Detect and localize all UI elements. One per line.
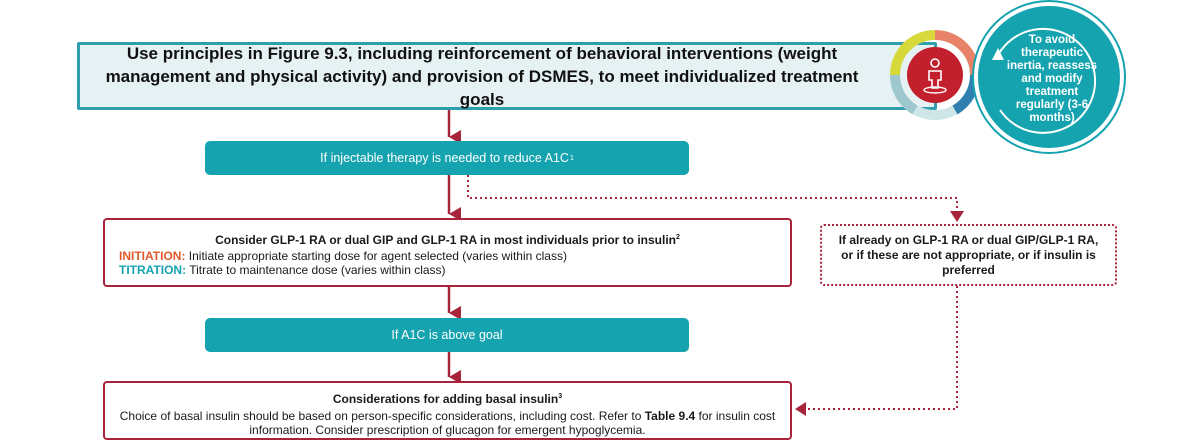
alternative-path-text: If already on GLP-1 RA or dual GIP/GLP-1… — [838, 232, 1099, 277]
reassess-text: To avoid therapeutic inertia, reassess a… — [1006, 34, 1098, 124]
titration-line: TITRATION: Titrate to maintenance dose (… — [119, 263, 776, 277]
initiation-line: INITIATION: Initiate appropriate startin… — [119, 249, 776, 263]
injectable-condition-text: If injectable therapy is needed to reduc… — [320, 151, 569, 165]
principles-text: Use principles in Figure 9.3, including … — [105, 43, 859, 109]
basal-insulin-box: Considerations for adding basal insulin3… — [103, 381, 792, 440]
alternative-path-box: If already on GLP-1 RA or dual GIP/GLP-1… — [820, 224, 1117, 286]
footnote-2: 2 — [676, 234, 680, 241]
dotted-arrowhead-alt — [950, 211, 964, 222]
a1c-condition-bar: If A1C is above goal — [205, 318, 689, 352]
table-9-4-ref: Table 9.4 — [644, 409, 696, 423]
dotted-arrow-injectable-to-alt — [467, 175, 958, 211]
footnote-3: 3 — [558, 393, 563, 400]
titration-label: TITRATION: — [119, 263, 187, 277]
initiation-label: INITIATION: — [119, 249, 186, 263]
dotted-arrow-alt-to-basal — [806, 286, 958, 410]
dotted-arrowhead-basal — [795, 402, 806, 416]
initiation-text: Initiate appropriate starting dose for a… — [185, 249, 567, 263]
person-in-circle-icon — [907, 47, 963, 103]
glp1-title: Consider GLP-1 RA or dual GIP and GLP-1 … — [215, 233, 680, 247]
reassess-badge — [974, 2, 1124, 152]
basal-text: Choice of basal insulin should be based … — [119, 409, 776, 437]
injectable-condition-bar: If injectable therapy is needed to reduc… — [205, 141, 689, 175]
basal-title: Considerations for adding basal insulin3 — [332, 392, 563, 406]
principles-box: Use principles in Figure 9.3, including … — [77, 42, 937, 110]
titration-text: Titrate to maintenance dose (varies with… — [186, 263, 446, 277]
footnote-1: 1 — [569, 154, 574, 162]
glp1-consider-box: Consider GLP-1 RA or dual GIP and GLP-1 … — [103, 218, 792, 287]
a1c-condition-text: If A1C is above goal — [391, 328, 503, 342]
